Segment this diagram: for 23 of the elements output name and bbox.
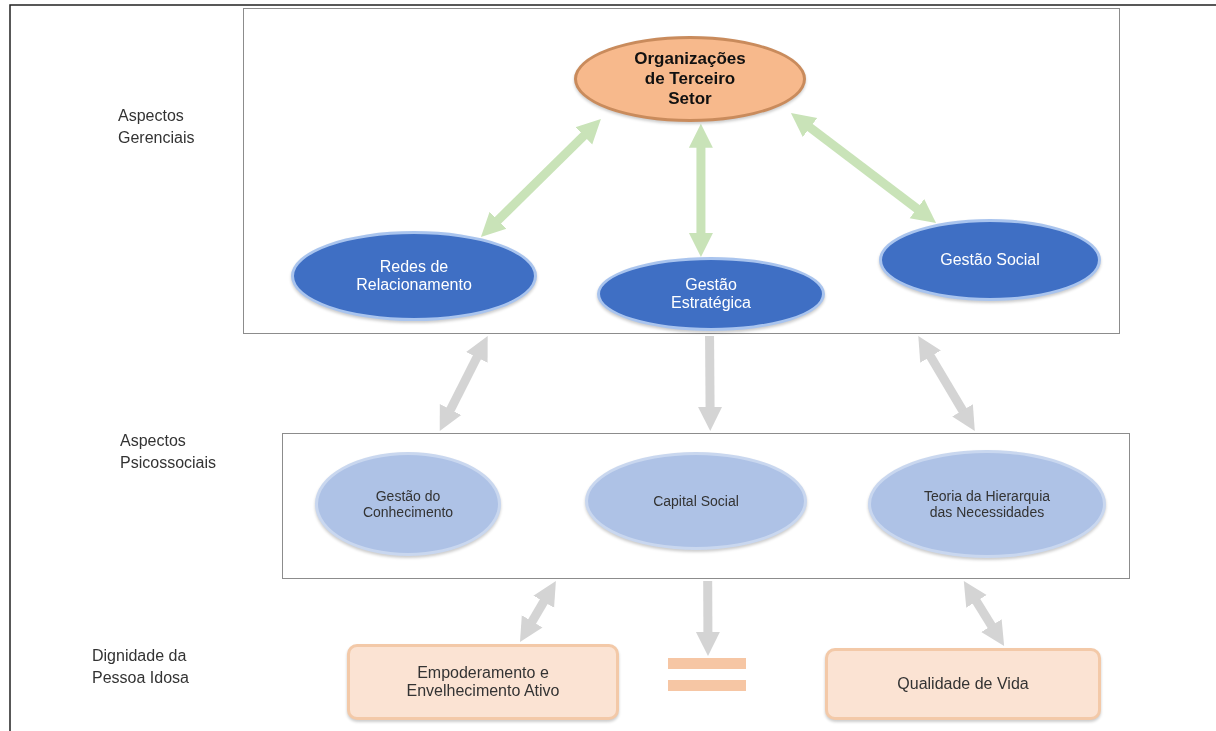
concept-ellipse: Capital Social: [585, 452, 807, 550]
outcome-box: Qualidade de Vida: [825, 648, 1101, 720]
section-frame: [243, 8, 1120, 334]
outcome-box: Empoderamento e Envelhecimento Ativo: [347, 644, 619, 720]
double-arrow: [963, 581, 1005, 646]
arrow: [695, 581, 720, 656]
section-frame: [282, 433, 1130, 579]
double-arrow: [520, 581, 556, 642]
section-label: Aspectos Gerenciais: [118, 106, 196, 148]
topic-ellipse: Gestão Social: [879, 219, 1101, 301]
double-arrow: [439, 335, 488, 431]
section-label: Aspectos Psicossociais: [120, 431, 218, 473]
concept-ellipse: Gestão do Conhecimento: [315, 452, 501, 556]
double-arrow: [688, 123, 713, 257]
organization-ellipse: Organizações de Terceiro Setor: [574, 36, 806, 122]
equals-sign: [668, 658, 746, 694]
topic-ellipse: Redes de Relacionamento: [291, 231, 537, 321]
arrow: [698, 335, 723, 431]
concept-ellipse: Teoria da Hierarquia das Necessidades: [868, 450, 1106, 558]
section-label: Dignidade da Pessoa Idosa: [92, 646, 190, 688]
double-arrow: [918, 335, 975, 431]
double-arrow: [480, 119, 601, 238]
topic-ellipse: Gestão Estratégica: [597, 257, 825, 331]
